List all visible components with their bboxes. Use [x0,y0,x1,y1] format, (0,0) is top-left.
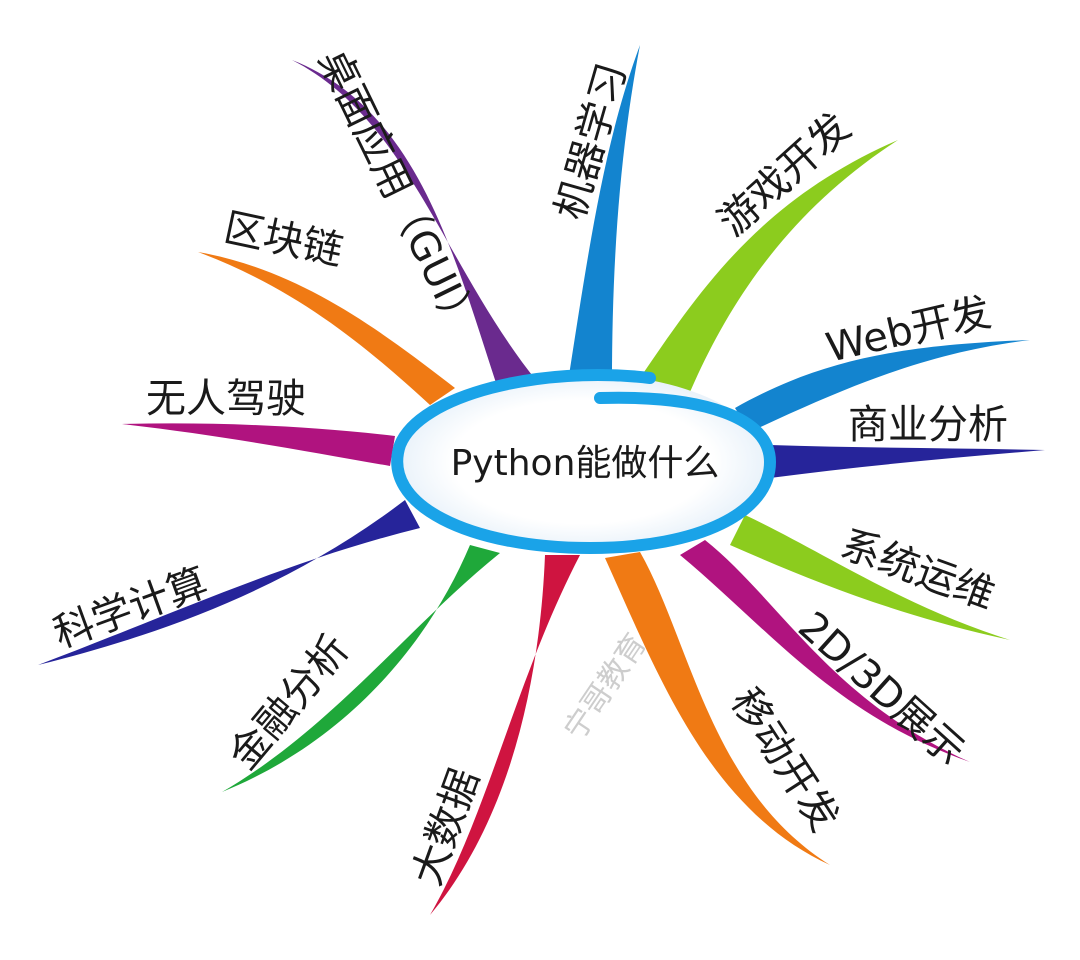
label-2d3d: 2D/3D展示 [789,603,973,775]
watermark: 宁哥教育 [558,627,654,746]
branch-sysops [730,515,1010,640]
branch-machine-learning [568,45,640,382]
label-business: 商业分析 [848,402,1008,448]
branch-business [770,445,1045,478]
branch-game-dev [640,140,898,392]
branch-web-dev [735,340,1030,432]
branch-2d3d [680,540,970,762]
branch-desktop-gui [292,60,540,395]
label-desktop-gui: 桌面应用（GUI） [309,42,487,343]
branch-mobile [605,552,830,865]
center-node: Python能做什么 [391,369,777,555]
center-ring [391,369,777,555]
label-mobile: 移动开发 [722,680,848,839]
branch-finance [222,545,500,792]
label-science: 科学计算 [48,559,214,657]
center-label: Python能做什么 [451,443,720,484]
branch-blockchain [198,252,455,405]
center-fill [397,374,767,550]
branches [38,45,1045,915]
label-autonomous: 无人驾驶 [146,376,306,422]
branch-autonomous [122,423,395,466]
